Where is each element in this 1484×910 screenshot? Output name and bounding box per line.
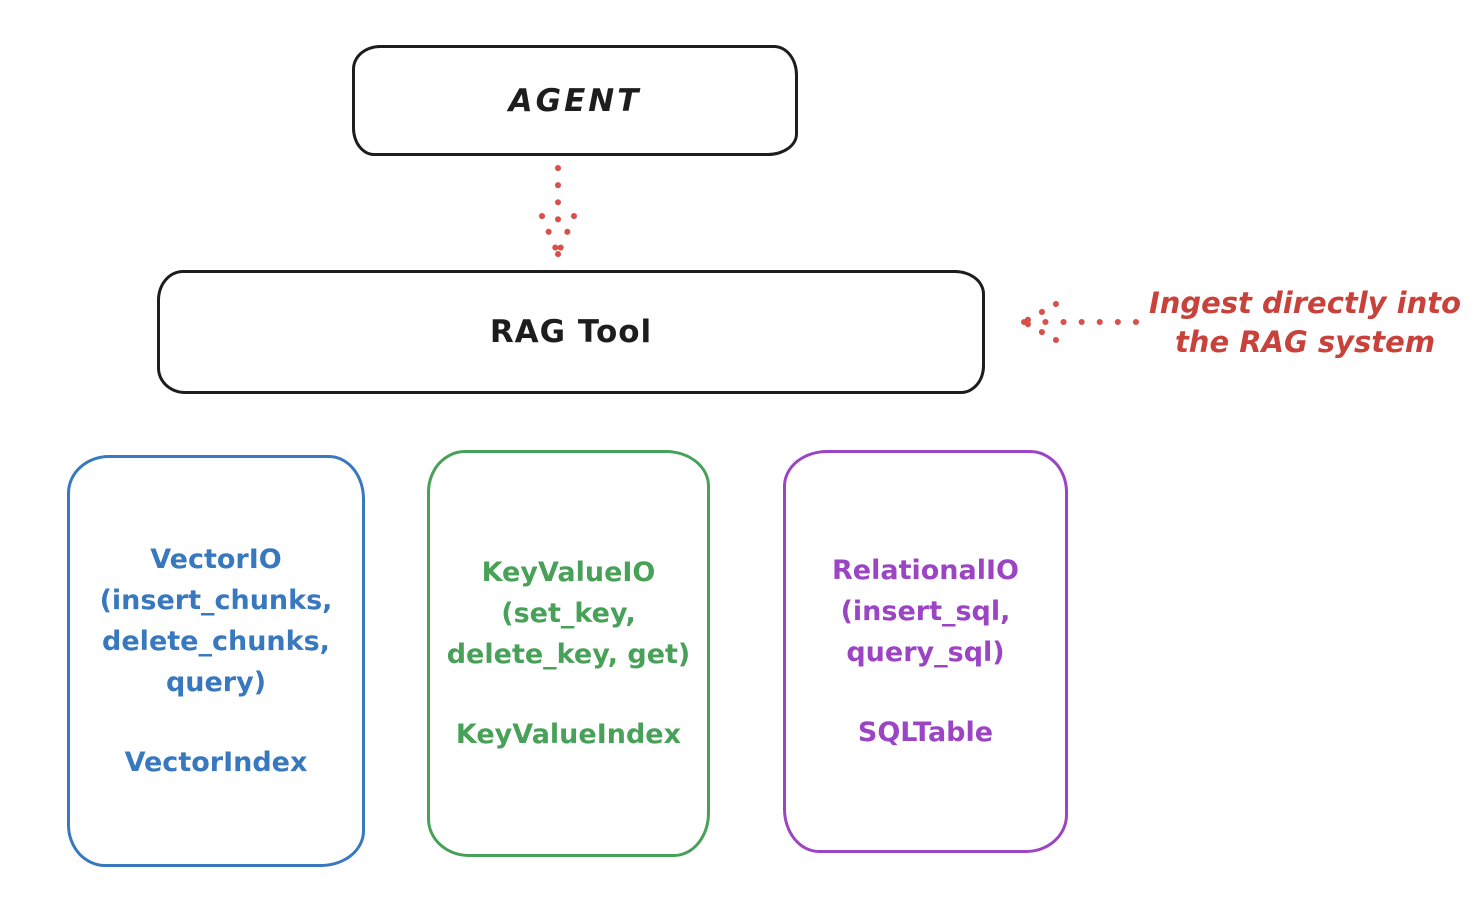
node-text-line: KeyValueIO <box>481 557 656 588</box>
vector-io-text: VectorIO (insert_chunks, delete_chunks, … <box>100 539 333 783</box>
relational-io-node: RelationalIO (insert_sql, query_sql) SQL… <box>783 450 1068 853</box>
node-text-line: query) <box>165 667 267 698</box>
rag-tool-node: RAG Tool <box>157 270 985 394</box>
node-text-line: RelationalIO <box>832 555 1019 586</box>
ingest-annotation: Ingest directly into the RAG system <box>1140 284 1470 362</box>
annotation-line: Ingest directly into <box>1148 286 1462 320</box>
node-footer-label: VectorIndex <box>124 747 308 778</box>
node-footer-label: KeyValueIndex <box>455 719 682 750</box>
node-text-line: (set_key, <box>501 598 636 629</box>
node-footer-label: SQLTable <box>857 717 994 748</box>
agent-node: AGENT <box>352 45 798 156</box>
relational-io-text: RelationalIO (insert_sql, query_sql) SQL… <box>832 550 1019 753</box>
node-text-line: query_sql) <box>846 637 1005 668</box>
rag-tool-label: RAG Tool <box>489 314 653 350</box>
node-text-line: VectorIO <box>150 544 282 575</box>
keyvalue-io-node: KeyValueIO (set_key, delete_key, get) Ke… <box>427 450 710 857</box>
node-text-line: delete_chunks, <box>102 626 330 657</box>
node-text-line: delete_key, get) <box>446 639 691 670</box>
keyvalue-io-text: KeyValueIO (set_key, delete_key, get) Ke… <box>447 552 691 755</box>
dotted-arrow-down-icon <box>539 165 577 258</box>
agent-label: AGENT <box>508 82 642 119</box>
dotted-arrow-left-icon <box>1021 301 1139 343</box>
node-text-line: (insert_chunks, <box>99 585 333 616</box>
vector-io-node: VectorIO (insert_chunks, delete_chunks, … <box>67 455 365 867</box>
annotation-line: the RAG system <box>1174 325 1436 359</box>
node-text-line: (insert_sql, <box>840 596 1011 627</box>
